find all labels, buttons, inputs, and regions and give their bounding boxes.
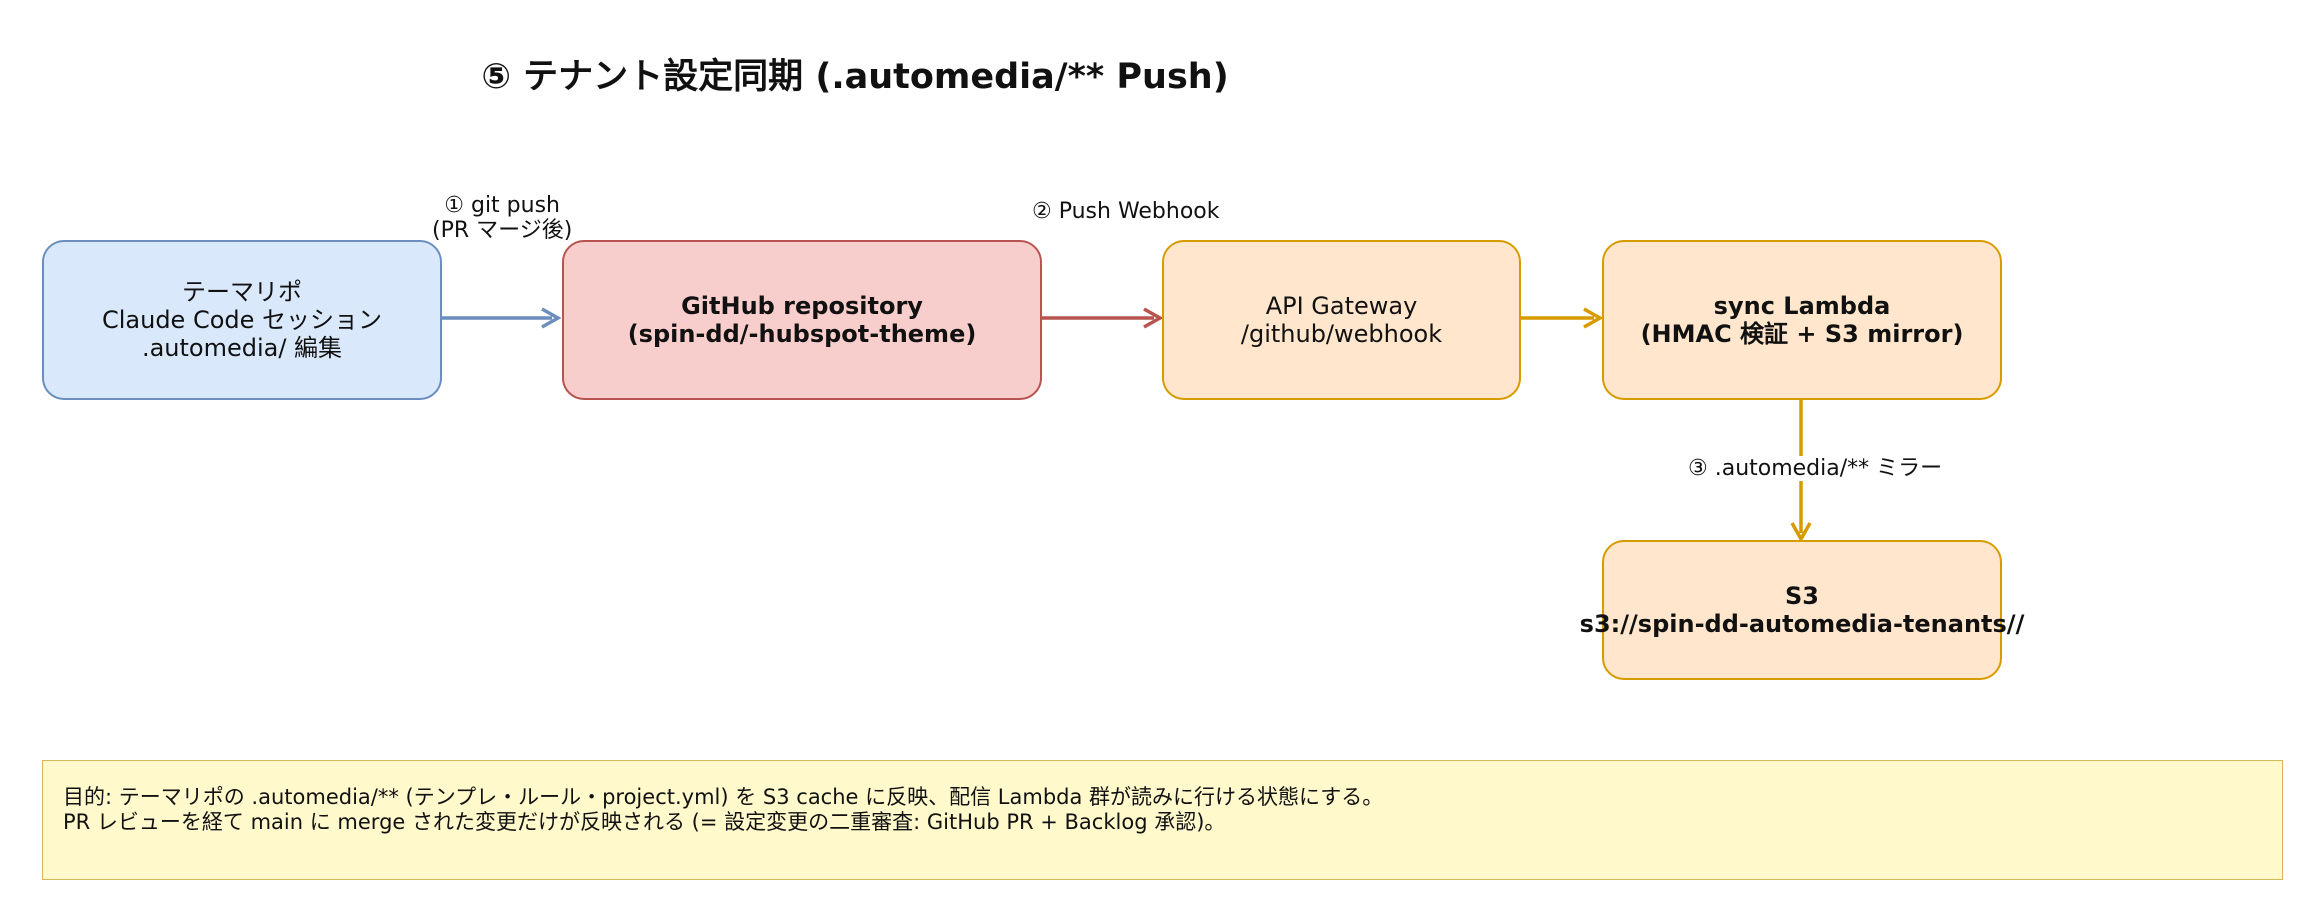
node-github-repo-line1: GitHub repository	[681, 292, 923, 320]
edge-label-push-webhook-line1: ② Push Webhook	[1032, 199, 1220, 224]
edge-label-git-push-line2: (PR マージ後)	[432, 218, 573, 243]
node-api-gateway[interactable]: API Gateway /github/webhook	[1162, 240, 1521, 400]
node-theme-repo-line1: テーマリポ	[182, 278, 302, 306]
edge-label-mirror-line1: ③ .automedia/** ミラー	[1688, 456, 1943, 481]
node-theme-repo-line3: .automedia/ 編集	[141, 334, 343, 362]
node-sync-lambda-line1: sync Lambda	[1713, 292, 1891, 320]
node-s3[interactable]: S3 s3://spin-dd-automedia-tenants//	[1580, 540, 2024, 680]
edge-mirror-arrowhead	[1790, 522, 1812, 543]
edge-gateway-to-lambda	[1521, 307, 1604, 329]
node-s3-line1: S3	[1785, 582, 1819, 610]
edge-label-push-webhook: ② Push Webhook	[1032, 199, 1220, 224]
purpose-note-line1: 目的: テーマリポの .automedia/** (テンプレ・ルール・proje…	[63, 785, 1384, 809]
node-api-gateway-line2: /github/webhook	[1240, 320, 1443, 348]
purpose-note: 目的: テーマリポの .automedia/** (テンプレ・ルール・proje…	[42, 760, 2283, 880]
diagram-title: ⑤ テナント設定同期 (.automedia/** Push)	[481, 57, 1229, 97]
edge-git-push-arrowhead	[541, 307, 562, 329]
edge-gateway-to-lambda-arrowhead	[1583, 307, 1604, 329]
edge-push-webhook-arrowhead	[1143, 307, 1164, 329]
node-sync-lambda[interactable]: sync Lambda (HMAC 検証 + S3 mirror)	[1602, 240, 2002, 400]
edge-push-webhook	[1042, 307, 1164, 329]
edge-label-git-push-line1: ① git push	[444, 193, 560, 218]
node-theme-repo-line2: Claude Code セッション	[101, 306, 383, 334]
node-s3-line2: s3://spin-dd-automedia-tenants//	[1579, 610, 2025, 638]
edge-label-mirror: ③ .automedia/** ミラー	[1686, 456, 1945, 481]
node-github-repo-line2: (spin-dd/-hubspot-theme)	[627, 320, 977, 348]
edge-git-push	[442, 307, 562, 329]
purpose-note-line2: PR レビューを経て main に merge された変更だけが反映される (=…	[63, 810, 1226, 834]
node-github-repo[interactable]: GitHub repository (spin-dd/-hubspot-them…	[562, 240, 1042, 400]
node-sync-lambda-line2: (HMAC 検証 + S3 mirror)	[1640, 320, 1964, 348]
node-theme-repo[interactable]: テーマリポ Claude Code セッション .automedia/ 編集	[42, 240, 442, 400]
edge-label-git-push: ① git push (PR マージ後)	[432, 193, 572, 243]
node-api-gateway-line1: API Gateway	[1265, 292, 1418, 320]
